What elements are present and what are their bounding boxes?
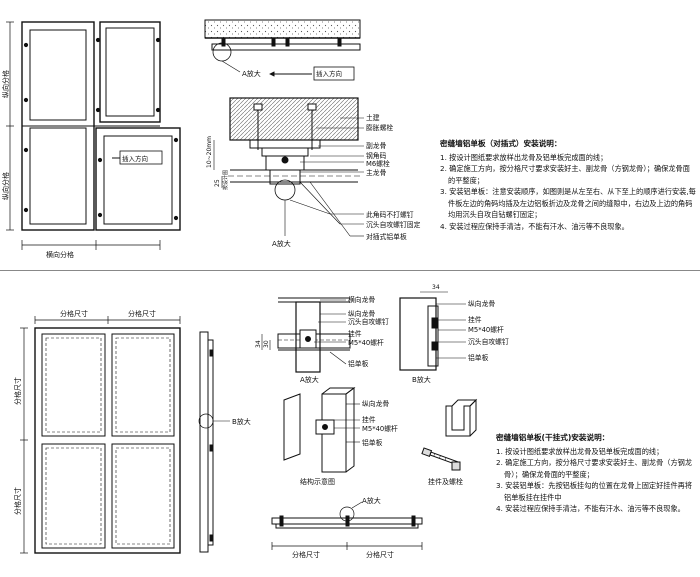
b-label-self-tap: 沉头自攻螺钉 <box>468 337 509 346</box>
vertical-grid-label-2: 纵向分格 <box>1 172 10 200</box>
s-label-m5: M5*40螺杆 <box>362 424 398 433</box>
a-zoom-caption: A放大 <box>300 375 319 384</box>
bottom-note-2: 2. 确定施工方向，按分格尺寸要求安装好主、副龙骨（方钢龙骨）；确保龙骨面的平整… <box>496 458 693 479</box>
structure-caption: 结构示意图 <box>300 477 335 486</box>
bottom-panel-drawing: 分格尺寸 分格尺寸 分格尺寸 分格尺寸 B放大 A放大 分格尺寸 分格尺寸 <box>13 284 509 559</box>
bottom-note-3: 3. 安装铝单板：先按铝板挂勾的位置在龙骨上固定好挂件再将铝单板挂在挂件中 <box>496 481 693 502</box>
s-label-panel: 铝单板 <box>362 438 383 447</box>
label-no-screw-code: 此角码不打螺钉 <box>366 210 414 219</box>
horizontal-grid-label: 横向分格 <box>46 250 74 259</box>
a-label-h-keel: 横向龙骨 <box>348 295 375 304</box>
b-zoom-detail <box>399 291 466 371</box>
top-elevation <box>6 21 181 250</box>
grid-size-top-2: 分格尺寸 <box>128 309 156 318</box>
grid-size-bottom-2: 分格尺寸 <box>366 550 394 559</box>
vertical-grid-label-1: 纵向分格 <box>1 70 10 98</box>
label-self-tap: 沉头自攻螺钉固定 <box>366 220 421 229</box>
s-label-hanger: 挂件 <box>362 415 376 424</box>
label-civil: 土建 <box>366 113 380 122</box>
top-a-zoom-label: A放大 <box>242 69 261 78</box>
top-plan-strip <box>204 19 361 81</box>
a-label-panel: 铝单板 <box>348 359 369 368</box>
hanger-bolt-caption: 挂件及螺栓 <box>428 477 463 486</box>
bottom-plan-a-zoom: A放大 <box>362 496 381 505</box>
a-label-v-keel: 纵向龙骨 <box>348 309 375 318</box>
bottom-plan-strip <box>271 501 423 550</box>
insert-direction-label-1: 插入方向 <box>316 69 342 78</box>
section-divider <box>0 270 700 271</box>
dim-34-b: 34 <box>432 284 440 291</box>
top-section-detail <box>213 97 364 237</box>
a-zoom-detail <box>261 297 351 373</box>
insert-direction-label-2: 插入方向 <box>122 154 148 163</box>
grid-size-left-2: 分格尺寸 <box>13 487 22 515</box>
top-note-2: 2. 确定施工方向，按分格尺寸要求安装好主、副龙骨（方钢龙骨）；确保龙骨面的平整… <box>440 164 690 185</box>
b-label-v-keel: 纵向龙骨 <box>468 299 495 308</box>
top-panel-drawing: 纵向分格 纵向分格 横向分格 插入方向 A放大 插入方向 <box>1 19 421 259</box>
b-zoom-pointer-label: B放大 <box>232 417 251 426</box>
top-a-zoom-caption: A放大 <box>272 239 291 248</box>
b-label-hanger: 挂件 <box>468 315 482 324</box>
dim-10-20: 10~20mm <box>206 136 213 168</box>
label-m6-bolt: M6螺栓 <box>366 159 390 168</box>
dim-25: 25 <box>214 179 221 187</box>
label-plug-panel: 对插式铝单板 <box>366 232 407 241</box>
grid-size-top-1: 分格尺寸 <box>60 309 88 318</box>
label-sub-keel: 副龙骨 <box>366 141 387 150</box>
s-label-v-keel: 纵向龙骨 <box>362 399 389 408</box>
label-angle-code: 钢角码 <box>366 151 387 160</box>
top-note-1: 1. 按设计图纸要求放样出龙骨及铝单板完成面的线； <box>440 152 608 162</box>
bottom-install-notes: 密缝墙铝单板(干挂式)安装说明： 1. 按设计图纸要求放样出龙骨及铝单板完成面的… <box>496 432 696 515</box>
top-notes-title: 密缝墙铝单板（对插式）安装说明： <box>440 139 562 148</box>
grid-size-left-1: 分格尺寸 <box>13 377 22 405</box>
grid-size-bottom-1: 分格尺寸 <box>292 550 320 559</box>
a-label-m5: M5*40螺杆 <box>348 338 384 347</box>
bottom-note-1: 1. 按设计图纸要求放样出龙骨及铝单板完成面的线； <box>496 446 664 456</box>
b-label-panel: 铝单板 <box>468 353 489 362</box>
top-note-3: 3. 安装铝单板：注意安装顺序，如图则是从左至右、从下至上的顺序进行安装,每件板… <box>440 187 696 219</box>
top-install-notes: 密缝墙铝单板（对插式）安装说明： 1. 按设计图纸要求放样出龙骨及铝单板完成面的… <box>440 138 696 232</box>
dim-34-a: 34 <box>255 340 262 348</box>
b-zoom-caption: B放大 <box>412 375 431 384</box>
label-main-keel: 主龙骨 <box>366 168 387 177</box>
bottom-elevation <box>20 316 230 554</box>
a-label-hanger: 挂件 <box>348 329 362 338</box>
label-expansion-bolt: 膨胀螺栓 <box>366 123 393 132</box>
hanger-and-bolt <box>421 398 478 471</box>
dim-25-note: 按设计图 <box>222 170 229 190</box>
bottom-notes-title: 密缝墙铝单板(干挂式)安装说明： <box>496 433 610 442</box>
structure-sketch <box>283 387 360 473</box>
b-label-m5: M5*40螺杆 <box>468 325 504 334</box>
dim-30: 30 <box>263 340 270 348</box>
a-label-self-tap: 沉头自攻螺钉 <box>348 317 389 326</box>
top-note-4: 4. 安装过程应保持手清洁，不能有汗水、油污等不良现象。 <box>440 221 629 231</box>
bottom-note-4: 4. 安装过程应保持手清洁，不能有汗水、油污等不良现象。 <box>496 504 685 513</box>
